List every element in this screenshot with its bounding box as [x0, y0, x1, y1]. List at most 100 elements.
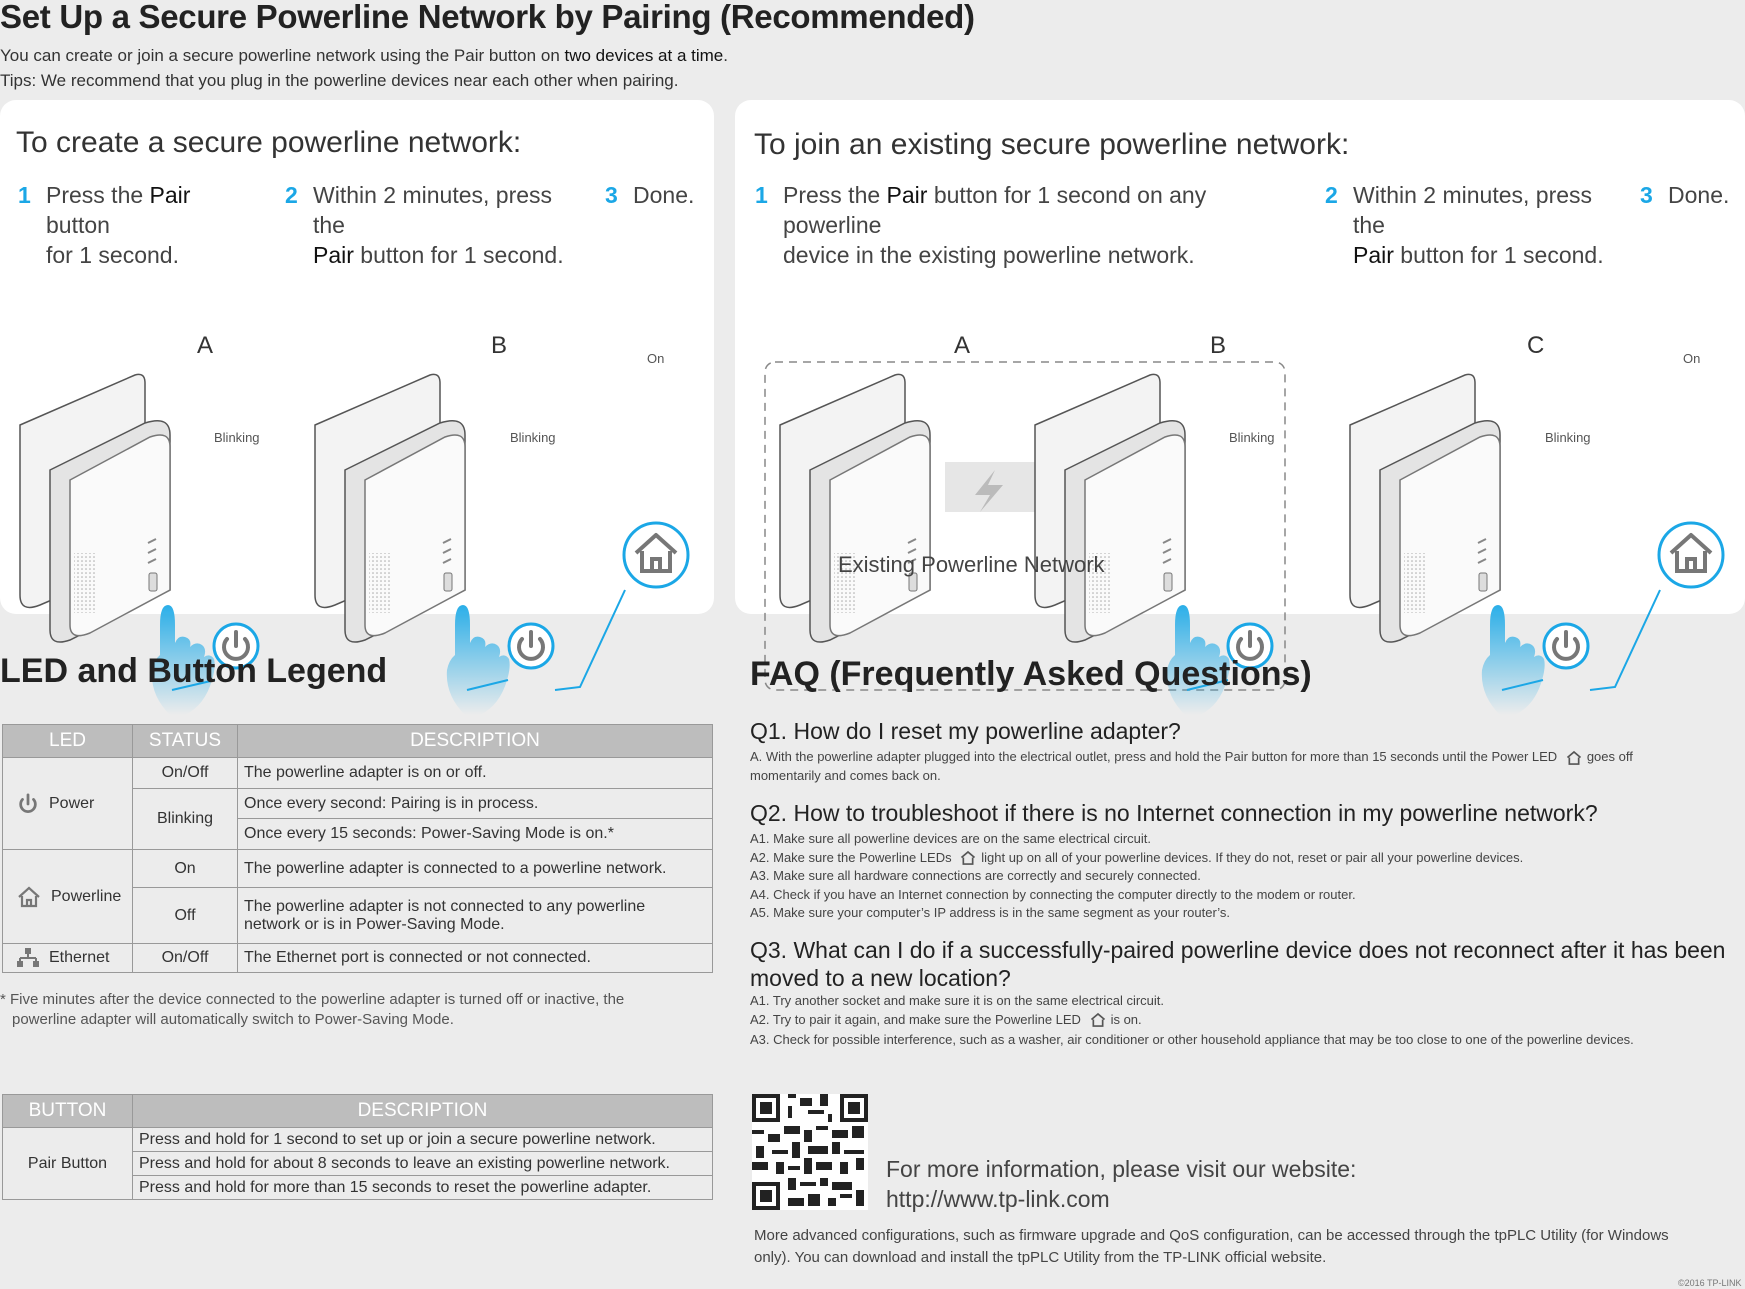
answer-text: A2. Try to pair it again, and make sure … — [750, 1011, 1081, 1027]
answer-text: goes off — [1586, 749, 1633, 764]
website-info-text: For more information, please visit our w… — [886, 1156, 1357, 1182]
adapter-a-image — [779, 373, 931, 644]
step-number: 2 — [285, 182, 298, 208]
status-cell: On/Off — [132, 943, 238, 973]
copyright: ©2016 TP-LINK — [1678, 1278, 1742, 1288]
led-power-cell: Power — [2, 757, 133, 850]
powerline-house-icon — [1566, 750, 1581, 765]
answer-text: momentarily and comes back on. — [750, 767, 941, 783]
footnote-line: * Five minutes after the device connecte… — [0, 991, 625, 1008]
join-step-1: 1 Press the Pair button for 1 second on … — [755, 180, 1295, 268]
hand-press-b-icon — [446, 605, 510, 715]
status-cell: On — [132, 849, 238, 888]
question-line: moved to a new location? — [750, 965, 1011, 991]
join-panel-title: To join an existing secure powerline net… — [754, 128, 1350, 161]
step-bold: Pair — [313, 242, 354, 268]
led-legend-table: LED STATUS DESCRIPTION Power On/Off The … — [2, 724, 713, 973]
led-powerline-label: Powerline — [51, 887, 122, 905]
faq-q1: Q1. How do I reset my powerline adapter? — [750, 718, 1181, 744]
join-step-3: 3 Done. — [1640, 180, 1740, 212]
description-cell: Once every 15 seconds: Power-Saving Mode… — [237, 818, 713, 850]
legend-title: LED and Button Legend — [0, 652, 388, 690]
button-description-cell: Press and hold for more than 15 seconds … — [132, 1175, 713, 1200]
footnote-line: powerline adapter will automatically swi… — [12, 1011, 454, 1028]
description-line: The powerline adapter is not connected t… — [244, 897, 646, 915]
step-text: Done. — [633, 182, 695, 208]
status-cell: Blinking — [132, 788, 238, 850]
ethernet-icon — [17, 948, 39, 967]
answer-text: A1. Try another socket and make sure it … — [750, 993, 1165, 1008]
intro-suffix: . — [723, 46, 728, 65]
description-cell: The Ethernet port is connected or not co… — [237, 943, 713, 973]
answer-text: light up on all of your powerline device… — [981, 849, 1524, 865]
power-bolt-icon — [975, 470, 1003, 512]
powerline-house-icon — [622, 521, 690, 589]
power-blinking-icon — [1542, 622, 1590, 670]
step-bold: Pair — [1353, 242, 1394, 268]
led-powerline-cell: Powerline — [2, 849, 133, 944]
create-step-3: 3 Done. — [605, 180, 705, 212]
col-status: STATUS — [132, 724, 238, 758]
button-description-cell: Press and hold for 1 second to set up or… — [132, 1127, 713, 1152]
device-label-b: B — [491, 332, 508, 359]
col-led: LED — [2, 724, 133, 758]
on-label: On — [1683, 351, 1701, 366]
step-text: Press the — [783, 182, 887, 208]
answer-text: A5. Make sure your computer’s IP address… — [750, 905, 1231, 920]
answer-text: A2. Make sure the Powerline LEDs — [750, 849, 952, 865]
create-panel-title: To create a secure powerline network: — [16, 126, 522, 159]
status-cell: On/Off — [132, 757, 238, 789]
intro-bold: two devices at a time — [564, 46, 724, 65]
intro-line1: You can create or join a secure powerlin… — [0, 46, 565, 65]
blinking-label: Blinking — [510, 430, 556, 445]
adapter-b-image — [1034, 373, 1186, 644]
step-number: 2 — [1325, 182, 1338, 208]
device-label-a: A — [197, 332, 214, 359]
intro-text: You can create or join a secure powerlin… — [0, 43, 728, 93]
button-name-cell: Pair Button — [2, 1127, 133, 1200]
adapter-b-image — [314, 373, 466, 644]
faq-a1: A. With the powerline adapter plugged in… — [750, 748, 1735, 785]
powerline-house-icon — [1090, 1012, 1105, 1027]
question-line: Q3. What can I do if a successfully-pair… — [750, 937, 1726, 963]
col-description: DESCRIPTION — [237, 724, 713, 758]
step-number: 3 — [1640, 182, 1653, 208]
step-number: 1 — [755, 182, 768, 208]
existing-network-label: Existing Powerline Network — [838, 552, 1105, 577]
step-text: Done. — [1668, 182, 1730, 208]
answer-text: is on. — [1110, 1011, 1142, 1027]
description-cell: The powerline adapter is not connected t… — [237, 887, 713, 944]
col-button: BUTTON — [2, 1094, 133, 1128]
device-label-a: A — [954, 332, 971, 359]
note-line: only). You can download and install the … — [754, 1249, 1327, 1266]
adapter-c-image — [1349, 373, 1501, 644]
powerline-house-icon — [1657, 521, 1725, 589]
step-text: button for 1 second. — [1393, 242, 1604, 268]
description-cell: The powerline adapter is on or off. — [237, 757, 713, 789]
step-bold: Pair — [149, 182, 191, 208]
col-description: DESCRIPTION — [132, 1094, 713, 1128]
note-line: More advanced configurations, such as fi… — [754, 1227, 1669, 1244]
step-number: 3 — [605, 182, 618, 208]
device-label-b: B — [1210, 332, 1227, 359]
description-cell: The powerline adapter is connected to a … — [237, 849, 713, 888]
page-title: Set Up a Secure Powerline Network by Pai… — [0, 0, 975, 35]
intro-tips: Tips: We recommend that you plug in the … — [0, 71, 679, 90]
on-label: On — [647, 351, 665, 366]
power-icon — [19, 792, 37, 813]
answer-text: A4. Check if you have an Internet connec… — [750, 886, 1356, 902]
faq-q3: Q3. What can I do if a successfully-pair… — [750, 936, 1725, 992]
power-blinking-icon — [507, 622, 555, 670]
led-power-label: Power — [49, 794, 95, 812]
step-text: Within 2 minutes, press the — [313, 182, 553, 238]
create-illustration — [19, 373, 690, 715]
create-network-panel: To create a secure powerline network: 1 … — [0, 100, 714, 715]
join-illustration — [764, 361, 1725, 715]
blinking-label: Blinking — [214, 430, 260, 445]
powerline-house-icon — [18, 886, 40, 907]
faq-a2: A1. Make sure all powerline devices are … — [750, 830, 1735, 923]
powerline-house-icon — [961, 850, 976, 865]
website-link[interactable]: http://www.tp-link.com — [886, 1186, 1110, 1212]
